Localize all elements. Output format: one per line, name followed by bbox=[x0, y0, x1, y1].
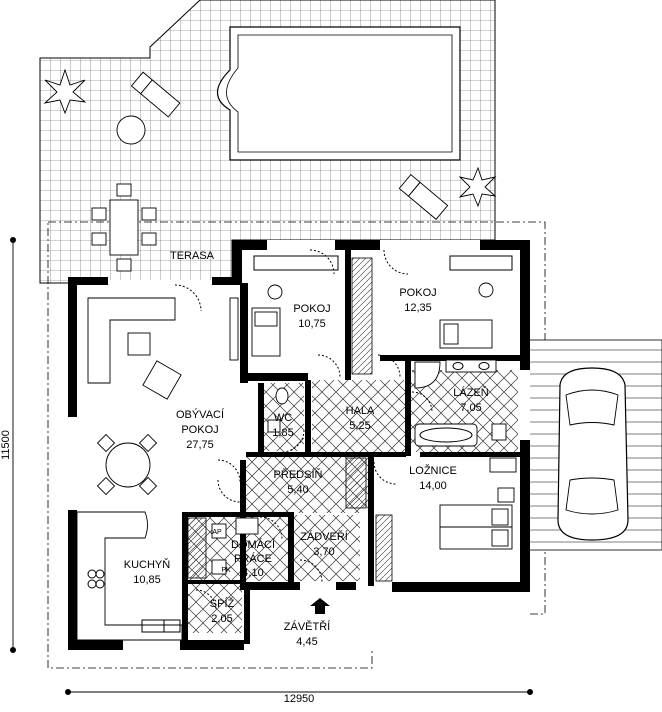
carport bbox=[519, 339, 662, 551]
zadveri-area: 3,70 bbox=[313, 546, 334, 558]
kuchyn-name: KUCHYŇ bbox=[124, 558, 171, 571]
swimming-pool bbox=[216, 26, 461, 161]
terasa-label: TERASA bbox=[170, 250, 215, 262]
domaci-area: 4,10 bbox=[242, 567, 263, 579]
hala-name: HALA bbox=[346, 405, 375, 417]
domaci-name-2: PRÁCE bbox=[234, 552, 272, 565]
plant-icon bbox=[43, 68, 87, 115]
kuchyn-area: 10,85 bbox=[133, 574, 161, 586]
domaci-name-1: DOMÁCÍ bbox=[231, 538, 276, 551]
lazen-name: LÁZEŇ bbox=[453, 386, 489, 399]
pokoj2-name: POKOJ bbox=[399, 287, 436, 299]
pokoj1-area: 10,75 bbox=[298, 318, 326, 330]
car-icon bbox=[557, 367, 629, 541]
zavetri-area: 4,45 bbox=[296, 636, 317, 648]
obyvaci-name-2: POKOJ bbox=[181, 424, 218, 436]
obyvaci-name-1: OBÝVACÍ bbox=[176, 408, 225, 421]
obyvaci-area: 27,75 bbox=[186, 439, 214, 451]
height-dimension-text: 11500 bbox=[0, 430, 12, 460]
spiz-floor bbox=[188, 583, 242, 633]
pokoj1-name: POKOJ bbox=[293, 303, 330, 315]
walls bbox=[68, 240, 530, 650]
entrance-arrow-icon bbox=[310, 598, 330, 614]
pk-label: PK bbox=[221, 567, 231, 574]
dimension-height: 11500 bbox=[0, 237, 16, 653]
predsin-area: 5,40 bbox=[287, 484, 308, 496]
loznice-name: LOŽNICE bbox=[409, 464, 457, 477]
hala-floor bbox=[312, 380, 412, 452]
spiz-name: SPÍŽ bbox=[210, 597, 235, 610]
pokoj2-area: 12,35 bbox=[404, 302, 432, 314]
lazen-area: 7,05 bbox=[460, 402, 481, 414]
plant-icon bbox=[458, 166, 497, 208]
zadveri-name: ZÁDVEŘÍ bbox=[300, 530, 349, 543]
ap-label: AP bbox=[212, 529, 222, 536]
width-dimension-text: 12950 bbox=[284, 693, 315, 705]
dimension-width: 12950 bbox=[65, 689, 533, 705]
wc-name: WC bbox=[274, 412, 292, 424]
zadveri-floor bbox=[294, 515, 360, 581]
zavetri-name: ZÁVĚTŘÍ bbox=[284, 620, 331, 633]
wc-area: 1,85 bbox=[272, 427, 293, 439]
door-swings bbox=[174, 249, 433, 611]
predsin-name: PŘEDSÍŇ bbox=[274, 468, 323, 481]
furniture bbox=[43, 68, 517, 641]
loznice-area: 14,00 bbox=[419, 480, 447, 492]
hala-area: 5,25 bbox=[349, 420, 370, 432]
spiz-area: 2,05 bbox=[211, 613, 232, 625]
wardrobes bbox=[187, 257, 393, 582]
